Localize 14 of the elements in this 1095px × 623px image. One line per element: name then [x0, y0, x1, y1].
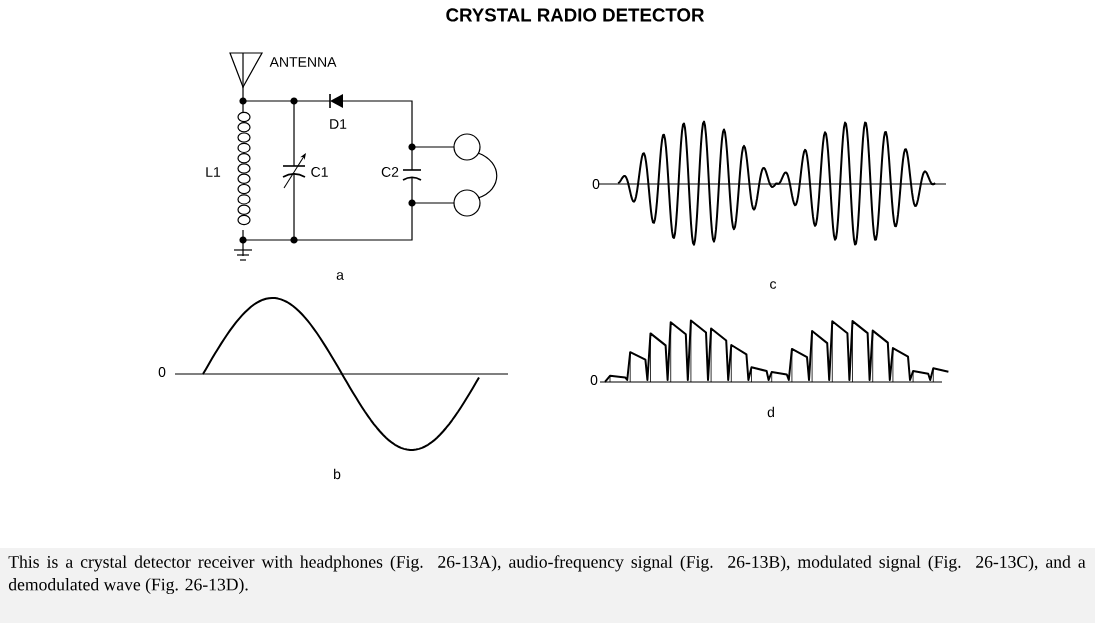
- panel-letter: b: [334, 468, 341, 480]
- caption: This is a crystal detector receiver with headphones (Fig. 26-13A), audio-frequency signal (Fig. 26-13B), modulated signal (Fig. 26-13C), and a demodulated wave (Fig. 26-13D).: [8, 555, 1086, 595]
- component-label: ANTENNA: [269, 57, 337, 67]
- title: CRYSTAL RADIO DETECTOR: [446, 8, 705, 22]
- panel-letter: c: [770, 281, 777, 289]
- axis-zero-label: 0: [592, 179, 600, 189]
- component-label: C2: [381, 167, 399, 177]
- panel-letter: d: [767, 406, 774, 418]
- component-label: C1: [311, 167, 328, 177]
- component-label: L1: [206, 167, 221, 177]
- axis-zero-label: 0: [590, 375, 598, 385]
- component-label: D1: [330, 119, 347, 129]
- axis-zero-label: 0: [158, 367, 166, 377]
- panel-letter: a: [336, 272, 344, 280]
